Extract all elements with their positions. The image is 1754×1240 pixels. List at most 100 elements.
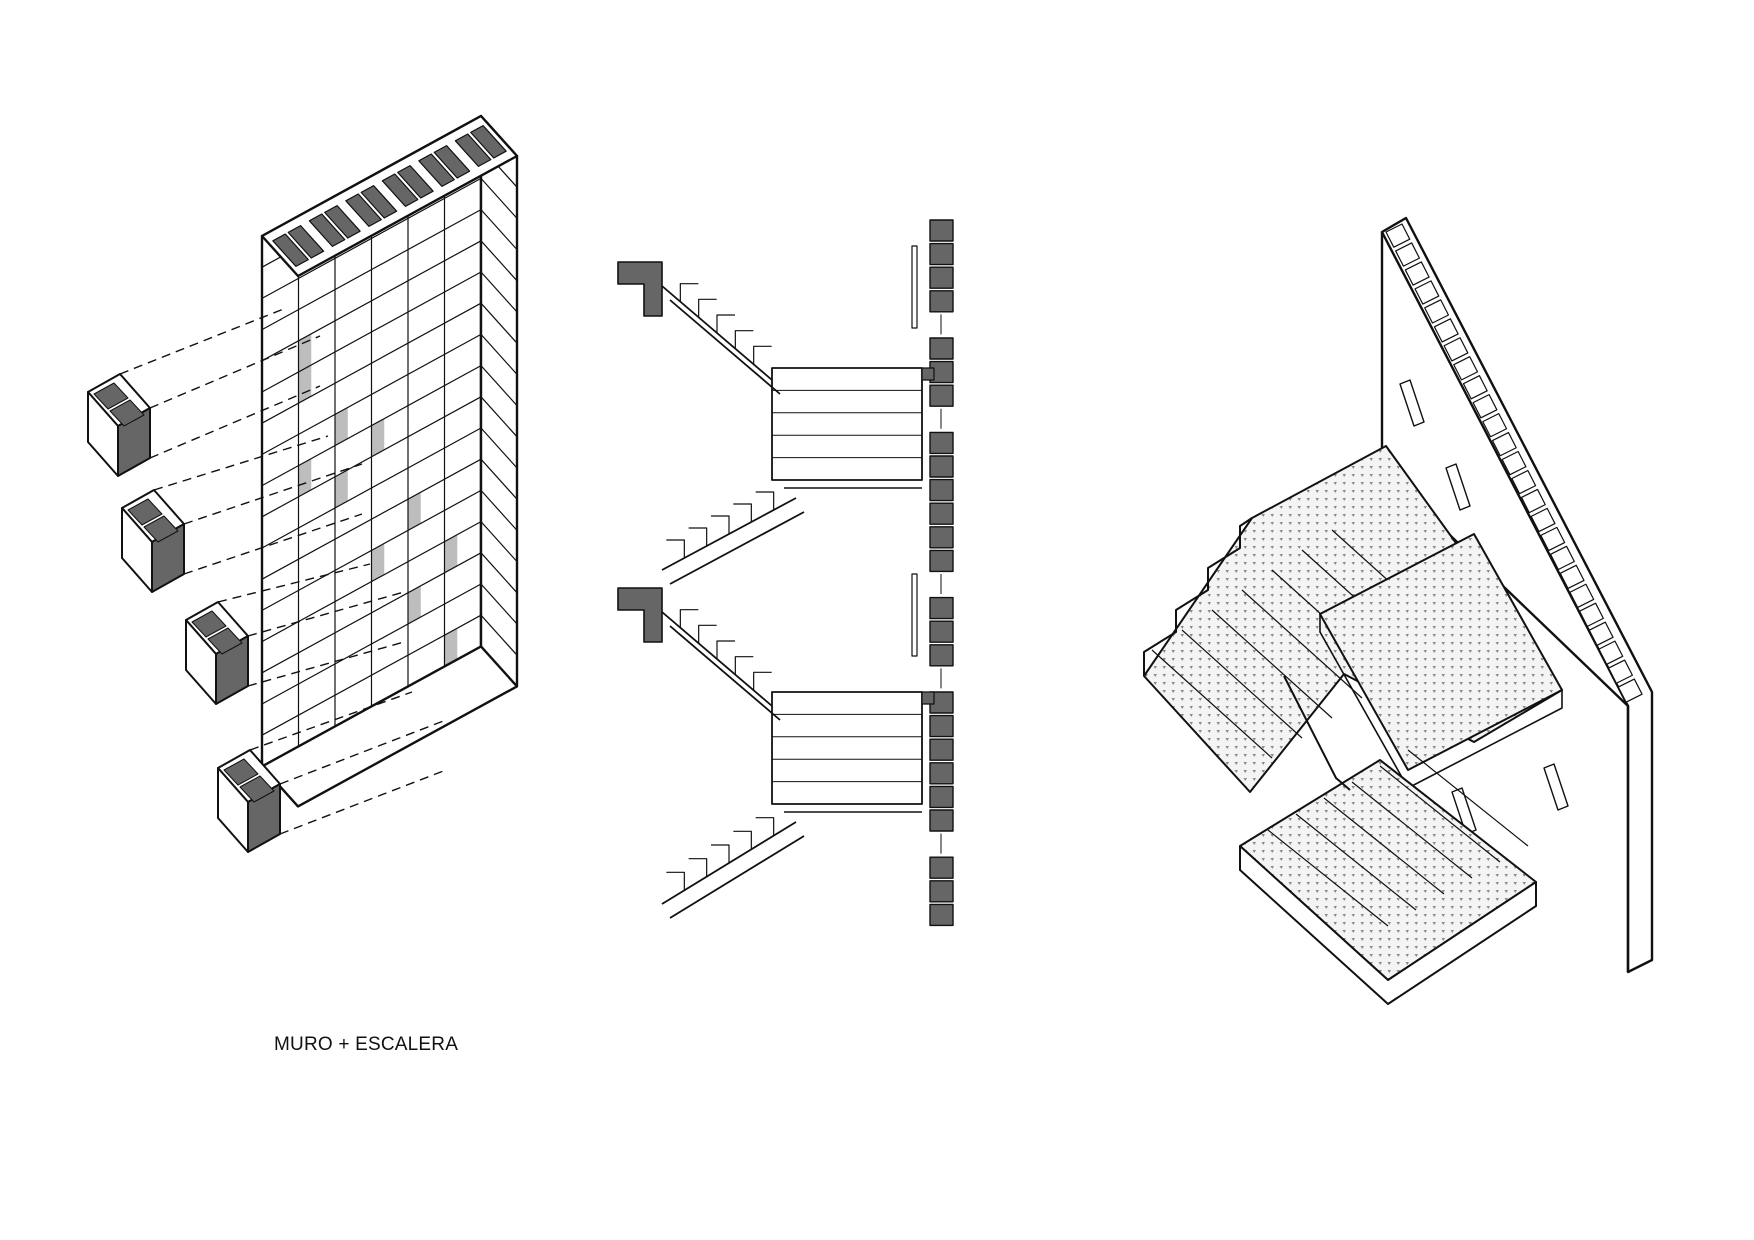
block-cavity bbox=[239, 775, 275, 803]
wall-block-cell bbox=[1588, 621, 1614, 646]
wall-opening bbox=[1445, 463, 1471, 511]
block-cavity bbox=[324, 205, 361, 239]
block-cavity bbox=[207, 627, 243, 655]
block-section bbox=[929, 762, 954, 785]
block-section bbox=[929, 242, 954, 266]
wall-end-course bbox=[480, 552, 518, 594]
block-section bbox=[929, 785, 954, 809]
block-cavity bbox=[109, 399, 145, 427]
wall-end-course bbox=[480, 177, 518, 219]
block-section bbox=[929, 903, 954, 927]
stair-step bbox=[698, 624, 717, 644]
wall-shadow-band bbox=[444, 628, 458, 667]
block-cavity bbox=[345, 193, 382, 227]
wall-block-cell bbox=[1617, 678, 1643, 703]
wall-shadow-band bbox=[371, 543, 385, 582]
wall-block-cell bbox=[1482, 413, 1508, 438]
wall-block-cell bbox=[1511, 469, 1537, 495]
wall-block-cell bbox=[1453, 356, 1479, 381]
block-section bbox=[929, 809, 954, 832]
wall-shadow-band bbox=[335, 407, 348, 446]
stringer bbox=[669, 835, 805, 919]
block-cavity bbox=[308, 213, 346, 247]
stringer bbox=[669, 625, 781, 721]
block-section bbox=[929, 384, 954, 407]
wall-block-cell bbox=[1520, 488, 1546, 514]
landing-bracket bbox=[921, 691, 935, 705]
landing bbox=[771, 691, 923, 805]
explode-leader bbox=[249, 691, 413, 751]
stair-step bbox=[753, 671, 772, 691]
wall-end-course bbox=[480, 333, 518, 375]
stair-step bbox=[698, 298, 717, 318]
block-section bbox=[929, 266, 954, 289]
wall-end-course bbox=[480, 583, 518, 625]
wall-block-cell bbox=[1443, 337, 1469, 362]
block-cavity bbox=[397, 165, 434, 199]
wall-block-cell bbox=[1549, 545, 1575, 571]
block-cavity bbox=[272, 233, 309, 267]
landing-bracket bbox=[921, 367, 935, 381]
stair-step bbox=[679, 609, 699, 628]
tread-nosing bbox=[1379, 765, 1501, 863]
wall-block-cell bbox=[1491, 431, 1517, 457]
wall-end-course bbox=[480, 396, 518, 438]
stair-step bbox=[716, 640, 735, 659]
wall-shadow-band bbox=[408, 492, 421, 531]
wall-end-course bbox=[480, 614, 518, 656]
wall-block-cell bbox=[1414, 280, 1440, 305]
stair-step bbox=[733, 830, 752, 850]
wall-end-course bbox=[480, 489, 518, 531]
exploded-block-wall bbox=[87, 114, 519, 853]
landing bbox=[771, 367, 923, 481]
tread-nosing bbox=[1181, 629, 1303, 739]
stair-step bbox=[734, 656, 754, 675]
stair-stringer bbox=[1283, 675, 1351, 791]
tread-nosing bbox=[1267, 829, 1389, 927]
explode-leader bbox=[149, 335, 321, 409]
wall-block-cell bbox=[1385, 223, 1411, 248]
stair-step bbox=[666, 539, 685, 558]
wall-end-course bbox=[480, 209, 518, 251]
block-section bbox=[929, 219, 954, 242]
stringer bbox=[669, 299, 781, 395]
wall-block-cell bbox=[1598, 640, 1624, 665]
wall-block-cell bbox=[1540, 526, 1566, 552]
tread-nosing bbox=[1323, 797, 1445, 895]
wall-block-cell bbox=[1569, 583, 1595, 609]
wall-end-course bbox=[480, 240, 518, 282]
wall-shadow-band bbox=[335, 469, 348, 508]
wall-block-cell bbox=[1530, 507, 1556, 533]
stair-step bbox=[711, 844, 730, 863]
wall-shadow-band bbox=[298, 458, 312, 497]
block-cavity bbox=[127, 498, 163, 526]
stair-step bbox=[679, 283, 699, 302]
wall-shadow-band bbox=[444, 534, 458, 573]
block-section bbox=[929, 644, 954, 667]
wall-end-course bbox=[480, 458, 518, 500]
diagram-caption: MURO + ESCALERA bbox=[274, 1034, 459, 1055]
block-section bbox=[929, 714, 954, 738]
explode-leader bbox=[183, 513, 363, 575]
block-cavity bbox=[93, 382, 129, 410]
wall-end-course bbox=[480, 271, 518, 313]
block-section bbox=[929, 502, 954, 525]
block-cavity bbox=[143, 515, 179, 543]
wall-end-course bbox=[480, 365, 518, 407]
block-section bbox=[929, 431, 954, 455]
wall-shadow-band bbox=[298, 365, 312, 404]
block-section bbox=[929, 290, 954, 313]
block-section bbox=[929, 856, 954, 879]
tread-nosing bbox=[1295, 813, 1417, 911]
stair-step bbox=[733, 503, 752, 522]
stair-step bbox=[688, 858, 708, 877]
wall-block-cell bbox=[1395, 242, 1421, 267]
block-cavity bbox=[454, 133, 492, 167]
tread-nosing bbox=[1151, 649, 1273, 759]
wall-block-cell bbox=[1608, 659, 1633, 684]
block-section bbox=[929, 620, 954, 643]
block-section bbox=[929, 596, 954, 620]
tread-nosing bbox=[1351, 781, 1473, 879]
explode-leader bbox=[153, 435, 329, 491]
